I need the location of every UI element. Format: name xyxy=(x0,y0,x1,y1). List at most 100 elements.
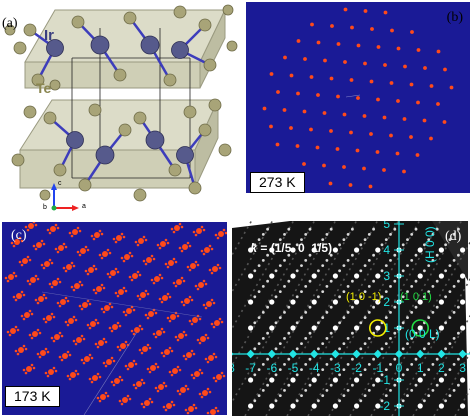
superlattice-spot xyxy=(40,239,44,243)
superlattice-spot xyxy=(46,350,50,354)
superlattice-spot xyxy=(60,334,64,338)
superlattice-spot xyxy=(134,362,138,366)
superlattice-spot xyxy=(140,327,144,331)
superlattice-spot xyxy=(174,335,178,339)
satellite-reflection xyxy=(406,394,409,397)
satellite-reflection xyxy=(300,342,303,345)
satellite-reflection xyxy=(338,347,341,351)
l-axis-tick-label: 0 xyxy=(396,361,403,375)
superlattice-spot xyxy=(54,247,58,251)
satellite-reflection xyxy=(427,316,431,319)
superlattice-spot xyxy=(134,240,138,244)
superlattice-spot xyxy=(80,358,84,362)
superlattice-spot xyxy=(114,291,118,295)
satellite-reflection xyxy=(359,321,363,325)
satellite-reflection xyxy=(287,227,291,231)
satellite-reflection xyxy=(321,238,325,241)
satellite-reflection xyxy=(431,389,435,392)
satellite-reflection xyxy=(389,337,392,340)
bragg-reflection xyxy=(438,247,444,253)
superlattice-spot xyxy=(176,314,180,318)
superlattice-spot xyxy=(162,405,166,409)
superlattice-spot xyxy=(180,300,184,304)
superlattice-spot xyxy=(120,378,124,382)
superlattice-spot xyxy=(204,306,208,310)
superlattice-spot xyxy=(34,298,38,302)
bragg-spot xyxy=(330,24,334,28)
superlattice-spot xyxy=(28,309,32,313)
superlattice-spot xyxy=(26,255,30,259)
superlattice-spot xyxy=(138,324,142,328)
bragg-spot xyxy=(363,9,368,13)
superlattice-spot xyxy=(10,241,14,245)
bragg-spot xyxy=(216,374,222,380)
satellite-reflection xyxy=(367,311,371,314)
superlattice-spot xyxy=(66,299,70,303)
satellite-reflection xyxy=(295,399,299,403)
superlattice-spot xyxy=(94,318,98,322)
superlattice-spot xyxy=(116,345,120,349)
superlattice-spot xyxy=(204,282,208,286)
satellite-reflection xyxy=(338,321,341,325)
satellite-reflection xyxy=(342,394,346,397)
satellite-reflection xyxy=(325,311,329,314)
superlattice-spot xyxy=(52,315,56,319)
satellite-reflection xyxy=(423,373,426,377)
superlattice-spot xyxy=(108,251,112,255)
superlattice-spot xyxy=(200,249,204,253)
bragg-spot xyxy=(422,118,427,123)
superlattice-spot xyxy=(68,231,72,235)
superlattice-spot xyxy=(166,241,170,245)
superlattice-spot xyxy=(168,370,172,374)
superlattice-spot xyxy=(84,245,88,249)
satellite-reflection xyxy=(410,233,414,236)
superlattice-spot xyxy=(214,406,218,410)
satellite-reflection xyxy=(304,311,308,314)
superlattice-spot xyxy=(130,254,134,258)
satellite-reflection xyxy=(401,373,405,377)
satellite-reflection xyxy=(452,389,456,392)
satellite-reflection xyxy=(389,285,392,288)
superlattice-spot xyxy=(128,397,132,401)
bragg-reflection xyxy=(332,325,338,331)
superlattice-spot xyxy=(50,336,54,340)
diffraction-pattern-173k xyxy=(4,222,227,415)
superlattice-spot xyxy=(168,295,172,299)
superlattice-spot xyxy=(110,329,114,333)
superlattice-spot xyxy=(194,284,198,288)
satellite-reflection xyxy=(295,347,299,351)
satellite-reflection xyxy=(363,316,367,319)
satellite-reflection xyxy=(274,347,278,351)
satellite-reflection xyxy=(342,290,346,293)
superlattice-spot xyxy=(162,354,166,358)
superlattice-spot xyxy=(118,375,122,379)
superlattice-spot xyxy=(128,251,132,255)
bragg-spot xyxy=(168,260,174,266)
superlattice-spot xyxy=(218,317,222,321)
bragg-reflection xyxy=(311,325,317,331)
superlattice-spot xyxy=(178,368,182,372)
bragg-reflection xyxy=(438,299,444,305)
superlattice-spot xyxy=(80,334,84,338)
superlattice-spot xyxy=(168,346,172,350)
bragg-spot xyxy=(72,229,78,235)
bragg-spot xyxy=(323,58,327,63)
superlattice-spot xyxy=(162,381,166,385)
superlattice-spot xyxy=(98,253,102,257)
satellite-reflection xyxy=(435,383,439,387)
bragg-spot xyxy=(184,298,190,304)
satellite-reflection xyxy=(444,243,447,247)
superlattice-spot xyxy=(206,387,210,391)
superlattice-spot xyxy=(202,228,206,232)
superlattice-spot xyxy=(118,399,122,403)
superlattice-spot xyxy=(196,314,200,318)
bragg-spot xyxy=(343,60,347,64)
bragg-spot xyxy=(429,136,433,141)
satellite-reflection xyxy=(308,253,312,257)
superlattice-spot xyxy=(148,397,152,401)
satellite-reflection xyxy=(384,342,388,345)
satellite-reflection xyxy=(346,259,350,262)
bragg-spot xyxy=(122,397,128,403)
satellite-reflection xyxy=(351,357,354,361)
superlattice-spot xyxy=(170,373,174,377)
